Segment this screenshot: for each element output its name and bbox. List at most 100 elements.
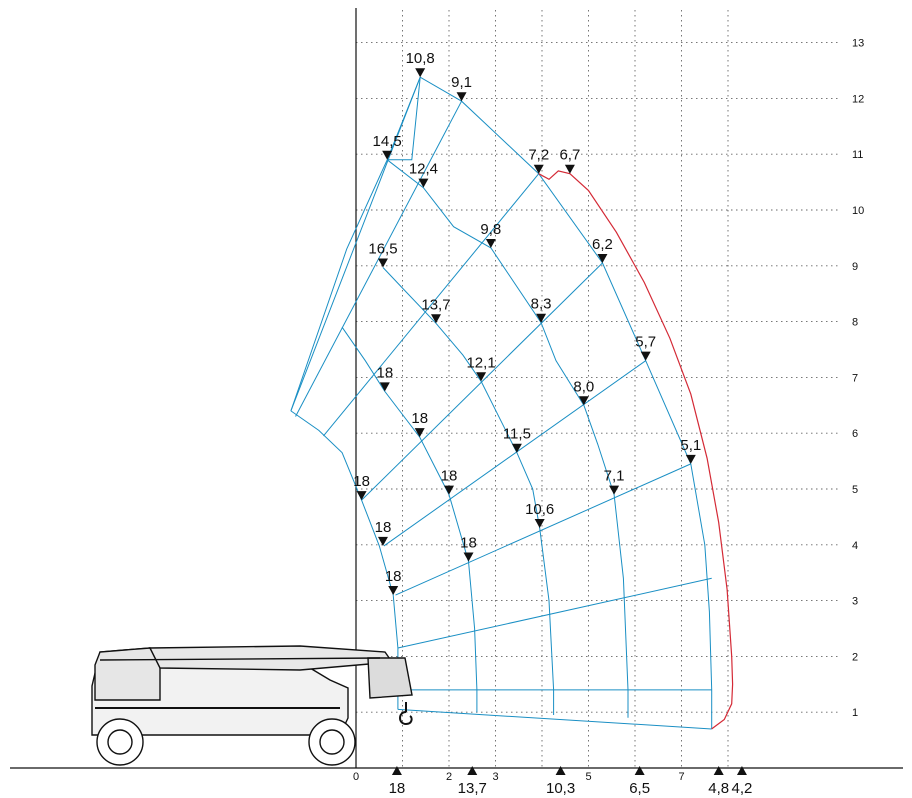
load-point-label: 18 (460, 535, 477, 552)
y-tick-label: 12 (852, 93, 864, 105)
load-point-label: 5,1 (680, 437, 701, 454)
points-layer: 10,8 9,1 14,5 12,4 7,2 6,7 16,5 9,8 6,2 13,7 8,3 18… (353, 50, 701, 596)
load-point-label: 5,7 (635, 334, 656, 351)
load-point-label: 7,2 (528, 147, 549, 164)
load-point-label: 7,1 (604, 468, 625, 485)
load-point-label: 10,6 (525, 501, 554, 518)
y-tick-label: 5 (852, 484, 858, 496)
load-point-marker (485, 238, 496, 248)
load-point-marker (533, 164, 544, 174)
bottom-marker (555, 766, 566, 775)
load-point-label: 13,7 (421, 296, 450, 313)
y-tick-label: 7 (852, 372, 858, 384)
load-point-marker (463, 552, 474, 562)
load-point-marker (476, 372, 487, 382)
load-point-marker (388, 586, 399, 596)
load-point-label: 9,1 (451, 74, 472, 91)
load-point-label: 8,3 (531, 296, 552, 313)
bottom-marker-label: 13,7 (458, 780, 487, 797)
x-tick-label: 2 (446, 771, 452, 783)
arc-line (341, 326, 478, 713)
y-tick-label: 13 (852, 38, 864, 50)
x-tick-label: 3 (493, 771, 499, 783)
load-point-marker (382, 150, 393, 160)
load-point-label: 18 (411, 410, 428, 427)
load-point-marker (418, 178, 429, 188)
arc-line (290, 76, 713, 729)
y-tick-label: 1 (852, 707, 858, 719)
boom-line (99, 657, 381, 661)
load-point-marker (415, 68, 426, 78)
load-point-marker (511, 443, 522, 453)
y-tick-label: 11 (852, 149, 863, 161)
load-point-marker (609, 485, 620, 495)
bottom-marker (467, 766, 478, 775)
rear-wheel (96, 718, 144, 766)
bottom-marker (736, 766, 747, 775)
radial-line (395, 463, 692, 596)
load-point-marker (597, 254, 608, 264)
radial-line (290, 77, 421, 412)
load-point-label: 14,5 (373, 133, 402, 150)
y-tick-label: 10 (852, 205, 864, 217)
x-tick-label: 0 (353, 771, 359, 783)
bottom-marker-label: 18 (389, 780, 406, 797)
arc-line (382, 267, 555, 715)
load-point-label: 10,8 (406, 50, 435, 67)
load-point-marker (640, 351, 651, 361)
load-point-label: 18 (375, 519, 392, 536)
envelope-layer (290, 76, 713, 730)
y-tick-label: 2 (852, 651, 858, 663)
radial-line (397, 577, 712, 649)
load-point-marker (536, 313, 547, 323)
y-tick-label: 4 (852, 540, 858, 552)
load-point-label: 6,7 (559, 147, 580, 164)
telehandler-illustration (91, 645, 413, 766)
load-point-label: 12,4 (409, 161, 438, 178)
y-tick-label: 9 (852, 261, 858, 273)
bottom-marker-label: 4,2 (732, 780, 753, 797)
load-point-marker (685, 454, 696, 464)
bottom-marker-label: 10,3 (546, 780, 575, 797)
load-point-marker (456, 92, 467, 102)
bottom-marker (391, 766, 402, 775)
load-point-label: 18 (441, 468, 458, 485)
load-point-label: 8,0 (573, 378, 594, 395)
rear-wheel-hub (107, 729, 133, 755)
load-point-label: 6,2 (592, 236, 613, 253)
hook-icon (399, 702, 413, 726)
front-wheel (308, 718, 356, 766)
y-tick-label: 6 (852, 428, 858, 440)
radial-line (323, 173, 540, 437)
bottom-marker (634, 766, 645, 775)
radial-line (383, 360, 646, 547)
load-point-label: 9,8 (480, 221, 501, 238)
load-point-marker (578, 396, 589, 406)
arc-line (387, 77, 421, 161)
load-point-label: 11,5 (503, 426, 531, 443)
load-point-marker (444, 485, 454, 495)
cab (94, 647, 161, 701)
load-point-label: 16,5 (368, 240, 397, 257)
x-tick-label: 7 (679, 771, 685, 783)
y-tick-label: 8 (852, 317, 858, 329)
axes-layer (10, 8, 903, 769)
load-point-marker (564, 164, 575, 174)
front-wheel-hub (319, 729, 345, 755)
boom-head (367, 657, 413, 699)
radial-line (361, 262, 603, 501)
load-point-marker (377, 536, 388, 546)
load-point-label: 18 (353, 473, 370, 490)
max-reach-boundary (538, 170, 734, 730)
grid-layer (356, 10, 838, 768)
arc-line (386, 159, 629, 718)
load-point-label: 18 (376, 364, 393, 381)
bottom-marker (713, 766, 724, 775)
load-point-marker (356, 491, 367, 501)
load-point-label: 18 (385, 568, 402, 585)
bottom-marker-label: 4,8 (708, 780, 729, 797)
radial-line (397, 708, 712, 730)
y-tick-label: 3 (852, 596, 858, 608)
